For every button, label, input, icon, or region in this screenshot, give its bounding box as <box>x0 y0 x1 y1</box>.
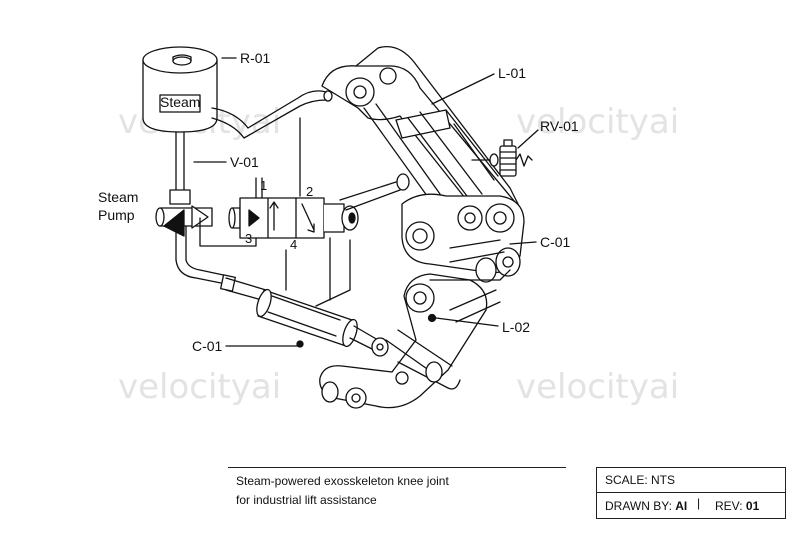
leader-l02 <box>435 317 499 327</box>
steam-cylinder <box>225 277 389 357</box>
directional-valve <box>228 197 359 239</box>
valve-port-1: 1 <box>260 178 267 193</box>
title-line-2: for industrial lift assistance <box>236 493 377 507</box>
leader-l01 <box>431 73 495 105</box>
leader-c01-right <box>509 241 537 245</box>
steam-pump <box>155 189 213 261</box>
drawn-by-value: AI <box>675 499 688 513</box>
info-block: SCALE: NTS DRAWN BY: AI | REV: 01 <box>596 467 786 519</box>
label-rv01: RV-01 <box>540 118 579 134</box>
supply-pipe <box>175 131 185 191</box>
relief-valve <box>471 139 533 177</box>
label-pump-line2: Pump <box>98 207 135 223</box>
rev-value: 01 <box>745 499 760 513</box>
drawn-by-label: DRAWN BY: <box>605 499 672 513</box>
label-v01: V-01 <box>230 154 259 170</box>
steam-line-upper <box>211 90 327 139</box>
leader-rv01 <box>517 129 539 149</box>
label-pump-line1: Steam <box>98 189 138 205</box>
knee-hinge <box>401 193 525 283</box>
label-r01: R-01 <box>240 50 271 66</box>
lower-link <box>319 269 511 409</box>
label-c01-right: C-01 <box>540 234 571 250</box>
title-block: Steam-powered exosskeleton knee joint fo… <box>228 467 566 512</box>
drawn-by: DRAWN BY: AI <box>605 499 687 513</box>
label-reservoir-cap: Steam <box>160 94 200 110</box>
valve-port-2: 2 <box>306 184 313 199</box>
watermark: velocityai <box>516 102 679 142</box>
scale-text: SCALE: NTS <box>605 473 676 487</box>
valve-port-3: 3 <box>245 231 252 246</box>
valve-port-line <box>199 217 257 247</box>
valve-outlet-pipe <box>339 181 401 211</box>
label-l01: L-01 <box>498 65 526 81</box>
valve-port-4: 4 <box>290 237 297 252</box>
rev-label: REV: <box>715 499 743 513</box>
pump-return-pipe <box>175 259 229 285</box>
steam-reservoir <box>142 46 218 133</box>
watermark: velocityai <box>516 367 679 407</box>
label-l02: L-02 <box>502 319 530 335</box>
valve-port-line <box>255 177 263 199</box>
scale-row: SCALE: NTS <box>597 468 785 493</box>
revision: REV: 01 <box>715 499 759 513</box>
upper-link <box>321 45 521 233</box>
title-line-1: Steam-powered exosskeleton knee joint <box>236 474 449 488</box>
info-separator: | <box>697 496 701 510</box>
watermark: velocityai <box>118 367 281 407</box>
label-c01-left: C-01 <box>192 338 223 354</box>
leader-line <box>315 239 351 307</box>
